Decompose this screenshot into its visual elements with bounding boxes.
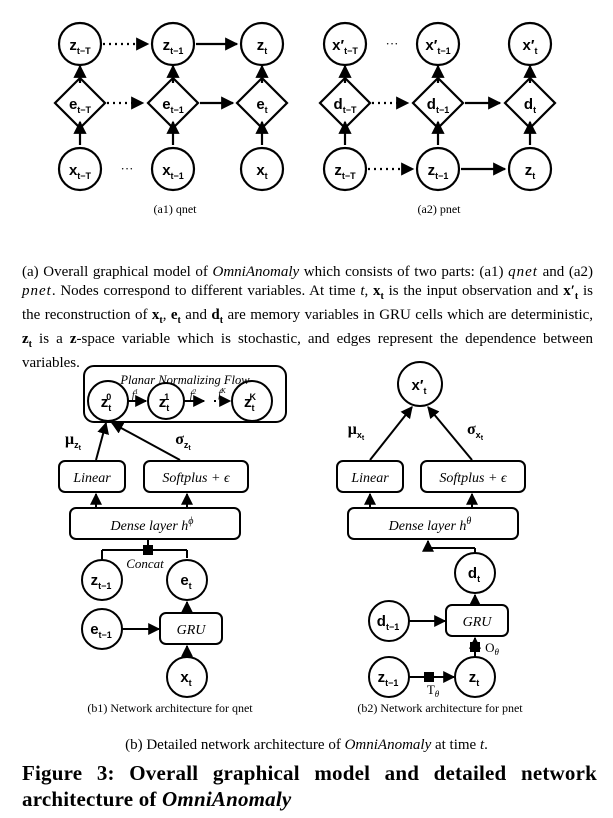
pnet-z-t-minus-1-label: zt−1: [428, 162, 449, 181]
pnet-b2-z-t-label: zt: [469, 669, 480, 688]
pnet-b2-d-t-label: dt: [468, 565, 480, 584]
flow-f2-label: f2: [190, 388, 197, 401]
pnet-linear-box: [336, 460, 404, 493]
pnet-softplus-label: Softplus + ϵ: [439, 471, 508, 486]
qnet-e-t-minus-1-label: et−1: [162, 96, 184, 115]
pnet-b2-z-prev-label: zt−1: [378, 669, 399, 688]
qnet-softplus-box: [143, 460, 249, 493]
planar-flow-title: Planar Normalizing Flow: [119, 373, 250, 387]
caption-a-paragraph: (a) Overall graphical model of OmniAnoma…: [22, 264, 594, 371]
flow-fK-label: fK: [218, 387, 226, 400]
caption-b1: (b1) Network architecture for qnet: [87, 701, 253, 715]
pnet-dense-label: Dense layer hθ: [388, 516, 472, 534]
pnet-z-t-minus-T-label: zt−T: [334, 162, 356, 181]
pnet-gru-label: GRU: [463, 615, 493, 630]
qnet-sigma-label: σzt: [175, 431, 191, 452]
pnet-xprime-t-label: x′t: [523, 37, 538, 56]
pnet-mu-label: μxt: [348, 421, 365, 442]
qnet-softplus-label: Softplus + ϵ: [162, 471, 231, 486]
qnet-dense-label: Dense layer hϕ: [110, 516, 194, 534]
qnet-x-t-label: xt: [256, 162, 267, 181]
pnet-z-t-label: zt: [525, 162, 536, 181]
qnet-dense-box: [69, 507, 241, 540]
o-theta-label: Oθ: [485, 640, 499, 657]
pnet-linear-label: Linear: [350, 471, 389, 486]
qnet-linear-label: Linear: [72, 471, 111, 486]
pnet-b2-d-prev-label: dt−1: [377, 613, 399, 632]
pnet-d-t-label: dt: [524, 96, 536, 115]
flow-zK-label: ztK: [244, 392, 257, 413]
caption-b2: (b2) Network architecture for pnet: [357, 701, 523, 715]
caption-a1: (a1) qnet: [153, 202, 197, 216]
qnet-x-t-minus-T-label: xt−T: [69, 162, 92, 181]
concat-label: Concat: [126, 556, 164, 571]
t-theta-label: Tθ: [427, 682, 440, 699]
flow-f1-label: f1: [132, 388, 138, 401]
qnet-ellipsis: ···: [121, 161, 134, 176]
qnet-b1-x-t-label: xt: [180, 669, 191, 688]
qnet-b1-e-prev-label: et−1: [90, 621, 112, 640]
pnet-architecture: [336, 361, 526, 698]
qnet-z-t-label: zt: [257, 37, 268, 56]
qnet-b1-e-t-label: et: [180, 572, 191, 591]
pnet-softplus-box: [420, 460, 526, 493]
caption-a2: (a2) pnet: [417, 202, 461, 216]
figure-caption: Figure 3: Overall graphical model and de…: [22, 761, 597, 811]
qnet-mu-label: μzt: [65, 431, 82, 452]
pnet-xprime-t-minus-T-label: x′t−T: [332, 37, 358, 56]
flow-z1-label: zt1: [159, 392, 170, 413]
qnet-z-t-minus-1-label: zt−1: [163, 37, 184, 56]
qnet-b1-z-prev-label: zt−1: [91, 572, 112, 591]
qnet-x-t-minus-1-label: xt−1: [162, 162, 184, 181]
planar-flow-box: [83, 365, 287, 423]
pnet-sigma-label: σxt: [467, 421, 484, 442]
pnet-d-t-minus-1-label: dt−1: [427, 96, 449, 115]
pnet-graph: [318, 21, 557, 192]
pnet-d-t-minus-T-label: dt−T: [334, 96, 357, 115]
qnet-linear-box: [58, 460, 126, 493]
qnet-graph: [53, 21, 289, 192]
qnet-architecture: [58, 365, 287, 698]
qnet-e-t-minus-T-label: et−T: [69, 96, 92, 115]
pnet-b2-xprime-t-label: x′t: [412, 377, 427, 396]
caption-b: (b) Detailed network architecture of Omn…: [125, 737, 488, 753]
qnet-e-t-label: et: [256, 96, 267, 115]
pnet-ellipsis: ···: [386, 36, 399, 51]
flow-z0-label: zt0: [101, 392, 112, 413]
pnet-dense-box: [347, 507, 519, 540]
qnet-gru-label: GRU: [177, 623, 207, 638]
pnet-xprime-t-minus-1-label: x′t−1: [425, 37, 450, 56]
qnet-z-t-minus-T-label: zt−T: [69, 37, 91, 56]
